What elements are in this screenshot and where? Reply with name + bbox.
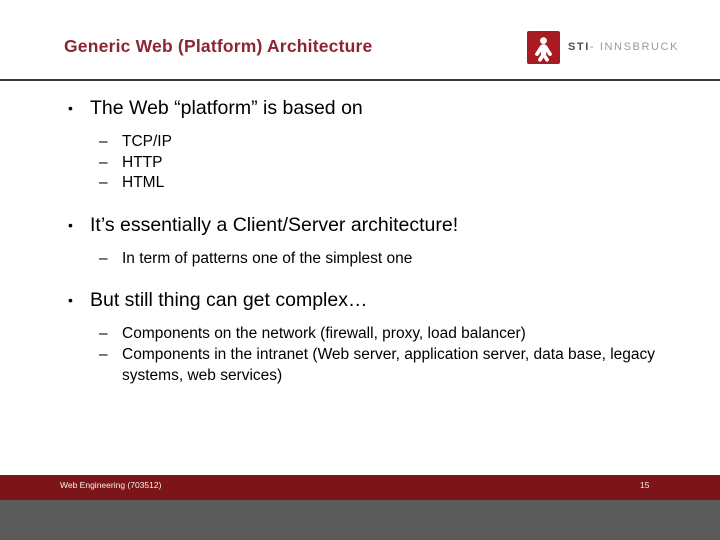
sub-bullet-text: In term of patterns one of the simplest … bbox=[122, 249, 413, 267]
footer-band bbox=[0, 500, 720, 540]
sub-bullet-marker: – bbox=[99, 174, 108, 192]
sub-bullet-item: – In term of patterns one of the simples… bbox=[0, 249, 720, 270]
bullet-item: • The Web “platform” is based on bbox=[0, 96, 720, 121]
logo-suffix-text: - INNSBRUCK bbox=[589, 41, 680, 53]
bullet-marker: • bbox=[68, 216, 73, 233]
sub-bullet-item: – Components in the intranet (Web server… bbox=[0, 345, 720, 386]
footer-course-label: Web Engineering (703512) bbox=[60, 480, 162, 490]
slide-header: Generic Web (Platform) Architecture STI-… bbox=[0, 0, 720, 81]
sub-bullet-item: – HTML bbox=[0, 173, 720, 194]
sub-bullet-marker: – bbox=[99, 132, 108, 150]
bullet-item: • It’s essentially a Client/Server archi… bbox=[0, 213, 720, 238]
spacer bbox=[0, 269, 720, 288]
sub-bullet-text: Components on the network (firewall, pro… bbox=[122, 325, 526, 343]
page-title: Generic Web (Platform) Architecture bbox=[64, 36, 373, 56]
sub-bullet-marker: – bbox=[99, 249, 108, 267]
sti-innsbruck-logo: STI- INNSBRUCK bbox=[527, 31, 679, 64]
bullet-text: But still thing can get complex… bbox=[90, 289, 368, 312]
footer-bar: Web Engineering (703512) 15 bbox=[0, 475, 720, 500]
sti-figure-icon bbox=[527, 31, 560, 64]
sub-bullet-text: Components in the intranet (Web server, … bbox=[122, 345, 656, 384]
sub-bullet-item: – HTTP bbox=[0, 153, 720, 174]
logo-wordmark: STI- INNSBRUCK bbox=[568, 42, 679, 53]
sub-bullet-item: – TCP/IP bbox=[0, 132, 720, 153]
sub-bullet-text: HTML bbox=[122, 174, 165, 192]
logo-brand-text: STI bbox=[568, 41, 590, 53]
sub-bullet-item: – Components on the network (firewall, p… bbox=[0, 324, 720, 345]
bullet-text: It’s essentially a Client/Server archite… bbox=[90, 213, 459, 236]
sub-bullet-marker: – bbox=[99, 153, 108, 171]
bullet-item: • But still thing can get complex… bbox=[0, 288, 720, 313]
bullet-marker: • bbox=[68, 100, 73, 116]
sub-bullet-marker: – bbox=[99, 345, 108, 363]
sub-bullet-text: HTTP bbox=[122, 153, 163, 171]
header-divider bbox=[0, 79, 720, 81]
bullet-text: The Web “platform” is based on bbox=[90, 97, 363, 119]
bullet-marker: • bbox=[68, 292, 73, 309]
sub-bullet-text: TCP/IP bbox=[122, 132, 172, 150]
page-number: 15 bbox=[640, 480, 650, 490]
slide-body: • The Web “platform” is based on – TCP/I… bbox=[0, 96, 720, 386]
sub-bullet-marker: – bbox=[99, 325, 108, 343]
spacer bbox=[0, 194, 720, 213]
